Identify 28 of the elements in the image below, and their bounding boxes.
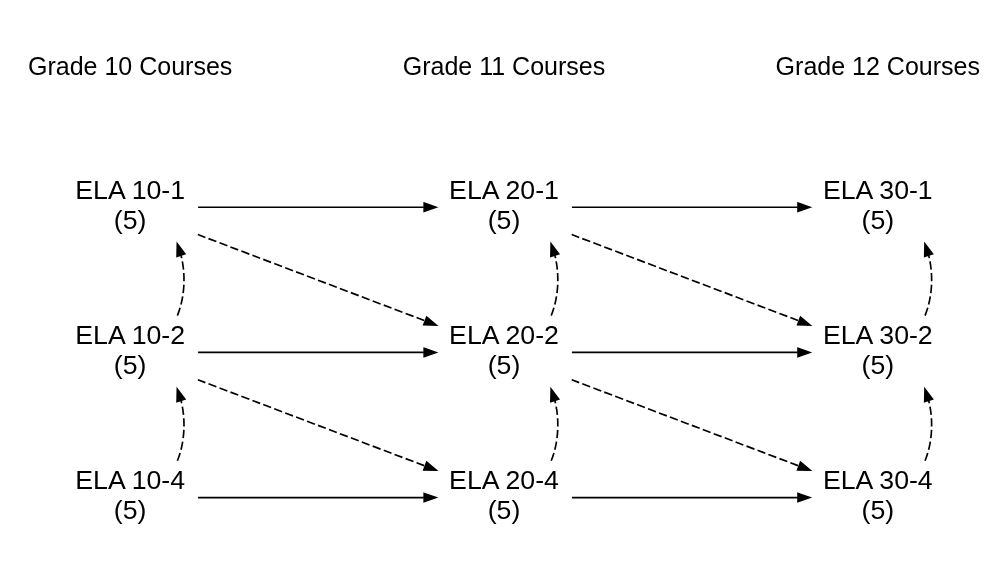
node-text: ELA 10-2 (5)	[75, 319, 186, 380]
node-text: ELA 10-4 (5)	[75, 464, 186, 525]
node-text: ELA 10-1 (5)	[75, 174, 186, 235]
arrow	[197, 201, 439, 213]
arrow	[571, 347, 813, 358]
node-text: ELA 30-4 (5)	[822, 464, 933, 525]
arrow	[550, 241, 561, 317]
arrow	[570, 233, 813, 326]
arrow	[197, 492, 439, 503]
arrow	[197, 347, 439, 358]
label: Grade 11 Courses	[402, 51, 606, 80]
node-text: ELA 30-1 (5)	[822, 174, 933, 235]
node-text: ELA 20-2 (5)	[449, 319, 559, 380]
label: Grade 12 Courses	[775, 51, 981, 80]
arrow	[176, 386, 187, 462]
node-text: ELA 20-1 (5)	[449, 174, 559, 235]
node-text: ELA 30-2 (5)	[822, 319, 933, 380]
arrow	[176, 241, 187, 317]
arrow	[923, 386, 934, 462]
arrow	[571, 492, 813, 503]
arrow	[550, 386, 561, 462]
node-text: ELA 20-4 (5)	[449, 464, 559, 525]
arrow	[197, 378, 439, 472]
label: Grade 10 Courses	[27, 51, 233, 80]
arrow	[570, 378, 813, 472]
arrow	[197, 233, 439, 326]
arrow	[923, 241, 934, 317]
arrow	[571, 201, 813, 213]
